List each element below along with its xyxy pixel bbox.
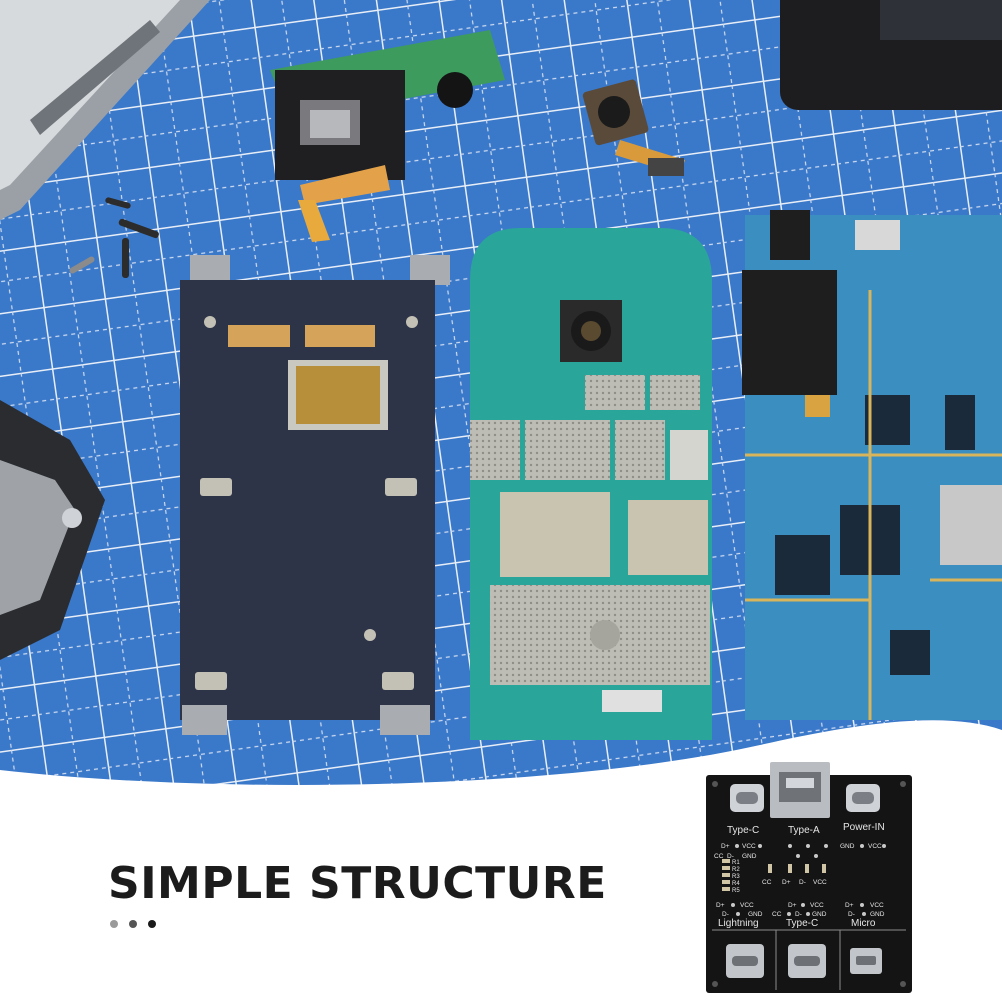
screws [69,197,159,278]
pager-dots [110,920,156,928]
pin-label: D+ [721,843,730,850]
resistor-label: R1 [732,860,740,866]
pin-label: GND [812,911,827,918]
pin-label: D- [848,911,855,918]
pager-dot [148,920,156,928]
resistor-label: R4 [732,881,740,887]
port-label-micro: Micro [851,918,876,929]
pin-label: D- [727,853,734,860]
pin-label: VCC [868,843,882,850]
resistor-label: R2 [732,867,740,873]
pin-label: VCC [870,902,884,909]
pin-label: VCC [742,843,756,850]
pin-label: VCC [740,902,754,909]
pin-label: CC [714,853,724,860]
port-label-power-in: Power-IN [843,822,885,833]
pin-label: GND [748,911,763,918]
pin-label: D+ [716,902,725,909]
pin-label: D- [795,911,802,918]
phone-top-right [780,0,1002,110]
headline: SIMPLE STRUCTURE [108,858,607,909]
pin-label: GND [870,911,885,918]
pin-label: CC [772,911,782,918]
phone-frame-top [0,0,210,220]
green-pcb [470,228,712,740]
pin-label: D- [799,879,806,886]
port-label-typec-top: Type-C [727,825,759,836]
shield-plate [180,255,450,735]
pin-label: D- [722,911,729,918]
pin-label: VCC [810,902,824,909]
camera-module [270,30,505,242]
pin-label: CC [762,879,772,886]
blue-pcb [742,210,1002,720]
resistor-label: R3 [732,874,740,880]
resistor-label: R5 [732,888,740,894]
pin-label: D+ [788,902,797,909]
pin-label: D+ [845,902,854,909]
pager-dot [110,920,118,928]
port-label-lightning: Lightning [718,918,759,929]
phone-left-edge [0,400,105,660]
pin-label: GND [840,843,855,850]
port-label-typec-bottom: Type-C [786,918,818,929]
small-camera [582,79,685,176]
pager-dot [129,920,137,928]
port-label-typea: Type-A [788,825,820,836]
pin-label: GND [742,853,757,860]
pin-label: D+ [782,879,791,886]
adapter-board: Type-C Type-A Power-IN D+ VCC CC D- GND … [706,762,912,993]
pin-label: VCC [813,879,827,886]
